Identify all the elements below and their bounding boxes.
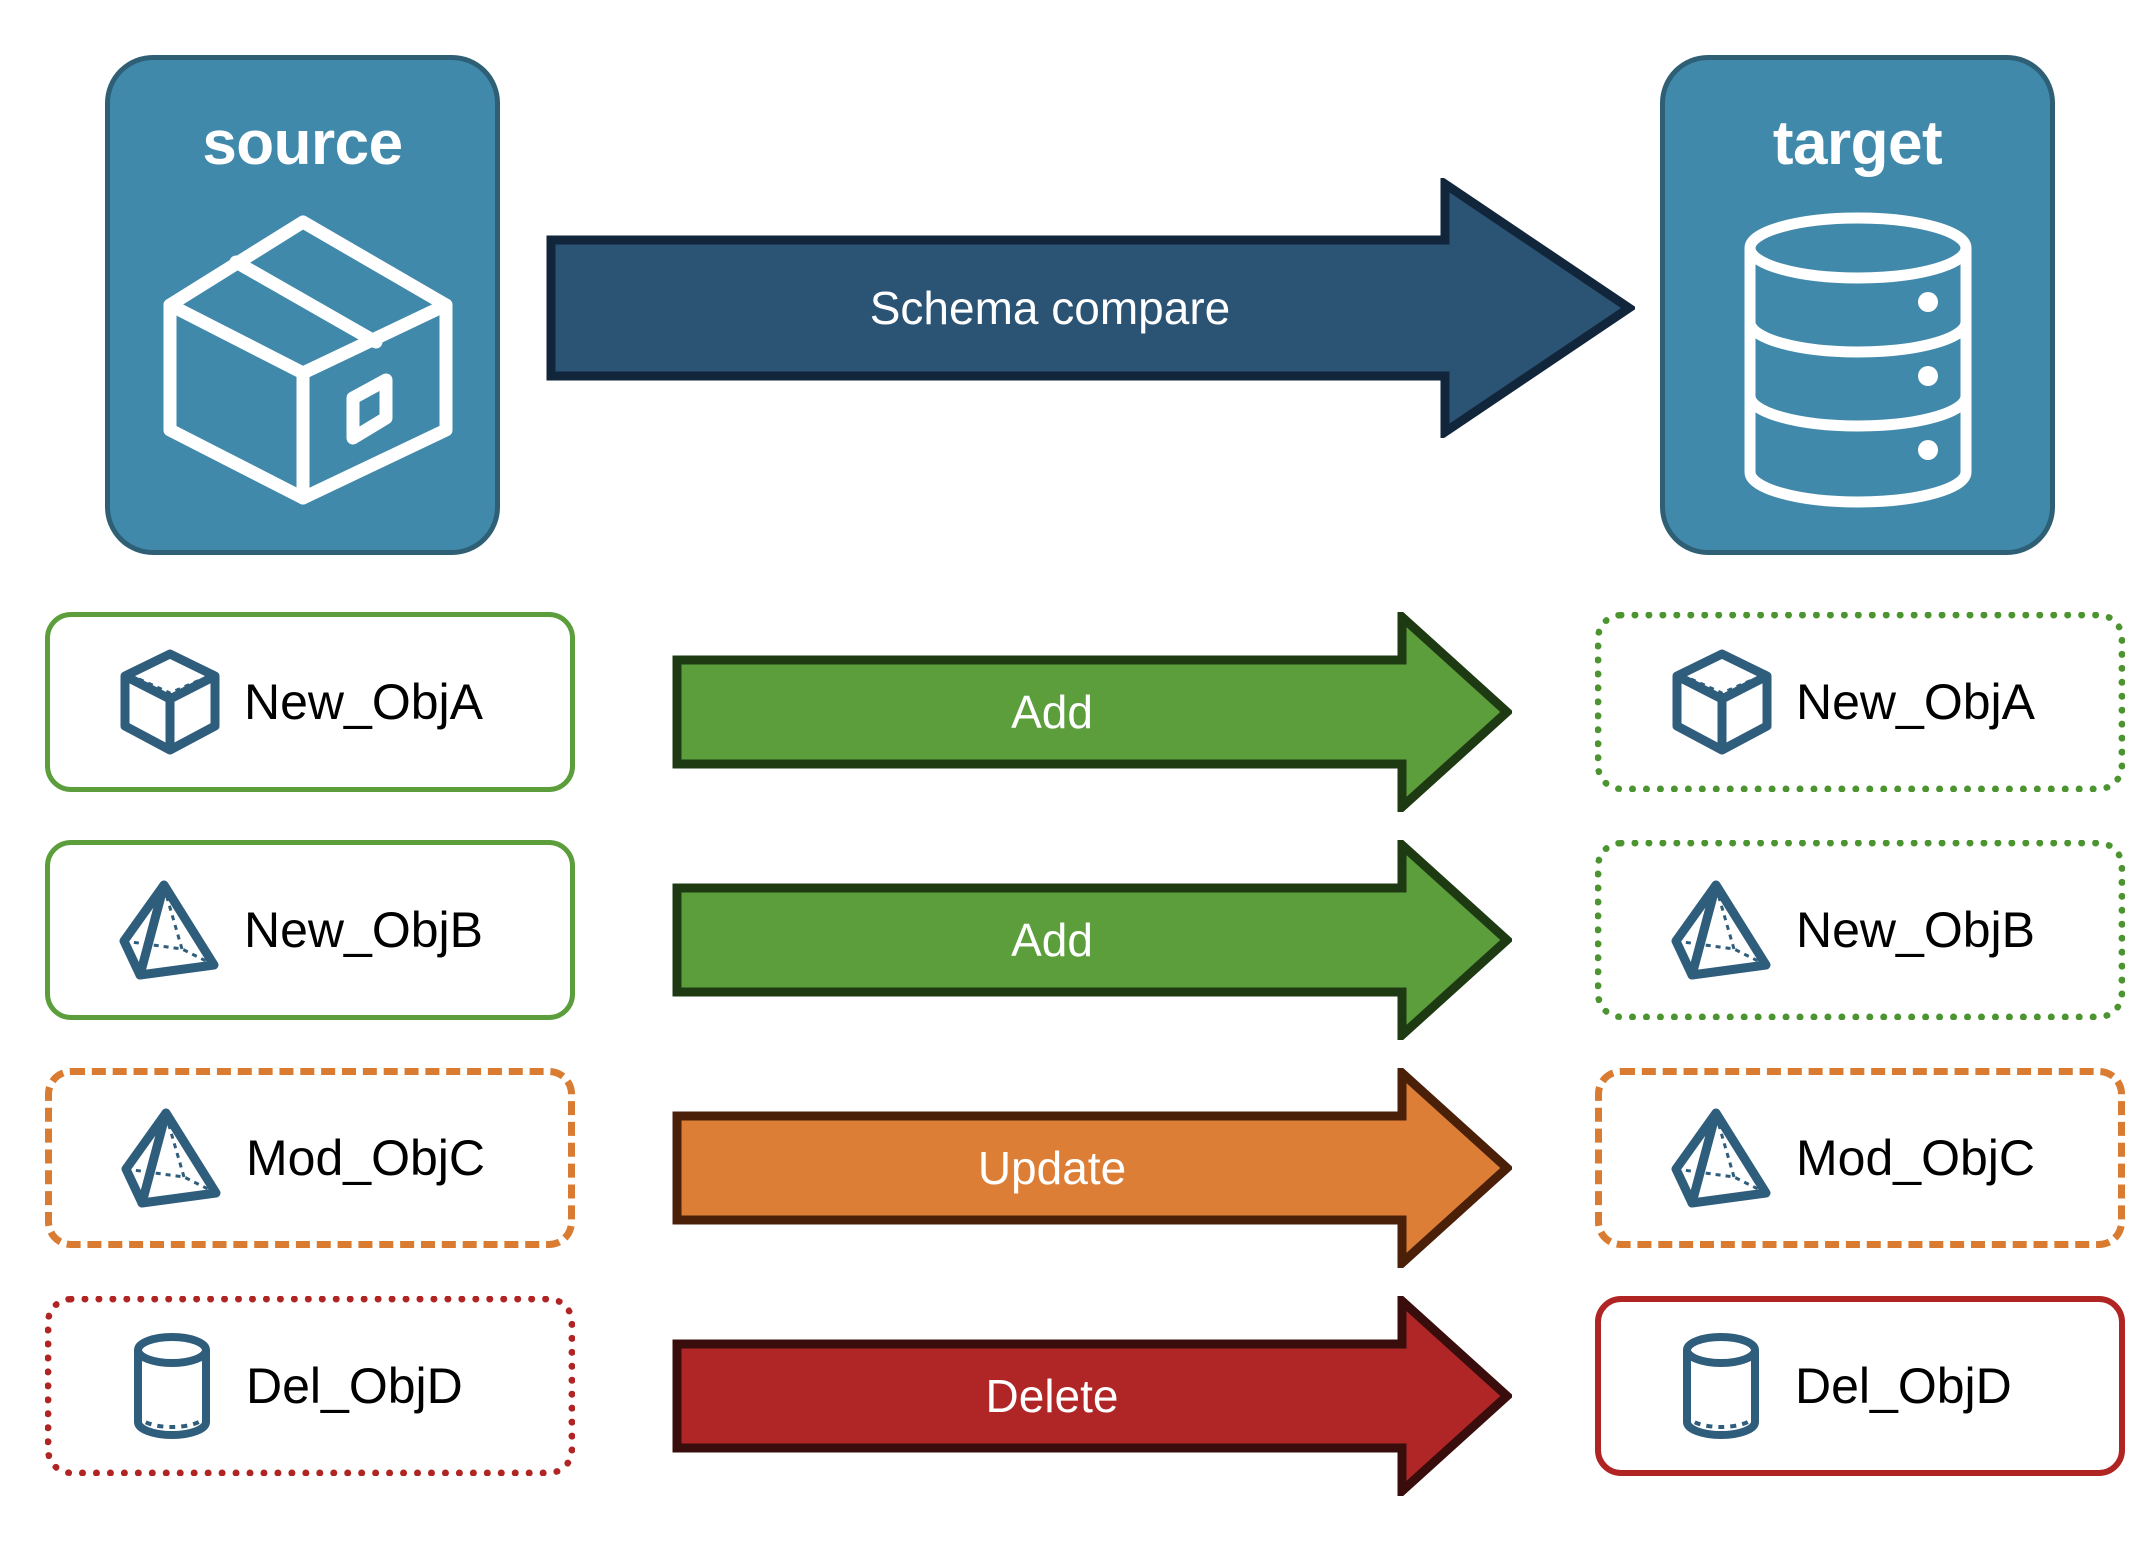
source-card[interactable]: source	[105, 55, 500, 555]
schema-compare-arrow[interactable]	[545, 178, 1635, 438]
wireframe-cube-icon	[1662, 646, 1782, 758]
object-row: Mod_ObjC Update Mod_ObjC	[0, 1068, 2150, 1268]
target-object-card[interactable]: Del_ObjD	[1595, 1296, 2125, 1476]
target-object-card[interactable]: New_ObjA	[1595, 612, 2125, 792]
pyramid-icon	[1662, 1105, 1782, 1211]
object-row: Del_ObjD Delete Del_ObjD	[0, 1296, 2150, 1496]
source-object-card[interactable]: Mod_ObjC	[45, 1068, 575, 1248]
target-object-card[interactable]: New_ObjB	[1595, 840, 2125, 1020]
object-row: New_ObjA Add New_ObjA	[0, 612, 2150, 812]
cylinder-icon	[1661, 1330, 1781, 1442]
target-object-label: Mod_ObjC	[1796, 1130, 2035, 1186]
action-arrow-update[interactable]	[672, 1068, 1512, 1268]
action-arrow-add[interactable]	[672, 840, 1512, 1040]
object-row: New_ObjB Add New_ObjB	[0, 840, 2150, 1040]
pyramid-icon	[112, 1105, 232, 1211]
pyramid-icon	[1662, 877, 1782, 983]
source-object-card[interactable]: New_ObjA	[45, 612, 575, 792]
wireframe-cube-icon	[110, 646, 230, 758]
target-object-label: Del_ObjD	[1795, 1358, 2012, 1414]
target-object-card[interactable]: Mod_ObjC	[1595, 1068, 2125, 1248]
target-title: target	[1772, 109, 1943, 178]
source-object-card[interactable]: Del_ObjD	[45, 1296, 575, 1476]
source-title: source	[202, 109, 403, 178]
package-box-icon	[148, 210, 458, 515]
source-object-label: New_ObjA	[244, 674, 483, 730]
target-object-label: New_ObjB	[1796, 902, 2035, 958]
cylinder-icon	[112, 1330, 232, 1442]
pyramid-icon	[110, 877, 230, 983]
source-object-card[interactable]: New_ObjB	[45, 840, 575, 1020]
target-object-label: New_ObjA	[1796, 674, 2035, 730]
target-card[interactable]: target	[1660, 55, 2055, 555]
action-arrow-add[interactable]	[672, 612, 1512, 812]
action-arrow-delete[interactable]	[672, 1296, 1512, 1496]
source-object-label: Del_ObjD	[246, 1358, 463, 1414]
source-object-label: Mod_ObjC	[246, 1130, 485, 1186]
source-object-label: New_ObjB	[244, 902, 483, 958]
database-cylinder-icon	[1738, 210, 1978, 515]
